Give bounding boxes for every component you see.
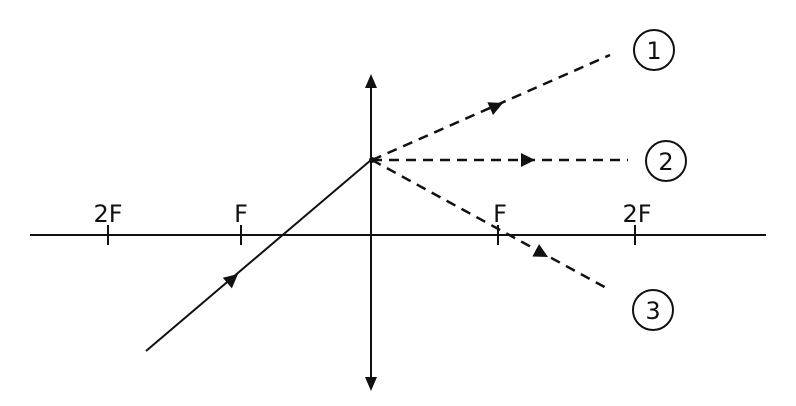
ray-3-number: 3: [645, 297, 660, 325]
lens-top-arrowhead: [365, 74, 377, 88]
label-left-2f: 2F: [93, 200, 122, 228]
ray-3-label: 3: [632, 289, 674, 331]
incident-ray: [145, 159, 372, 352]
ray-2-label: 2: [645, 140, 687, 182]
ray-2-arrowhead: [521, 153, 535, 167]
label-right-f: F: [493, 200, 507, 228]
ray-2-number: 2: [658, 148, 673, 176]
ray-1-arrowhead: [487, 102, 503, 116]
emergent-ray-3: [371, 158, 611, 292]
lens-bottom-arrowhead: [365, 377, 377, 391]
label-right-2f: 2F: [622, 200, 651, 228]
label-left-f: F: [234, 200, 248, 228]
emergent-ray-1: [371, 53, 611, 162]
incident-ray-arrowhead: [222, 274, 238, 289]
ray-1-label: 1: [633, 29, 675, 71]
ray-3-arrowhead: [532, 244, 548, 257]
ray-1-number: 1: [646, 37, 661, 65]
